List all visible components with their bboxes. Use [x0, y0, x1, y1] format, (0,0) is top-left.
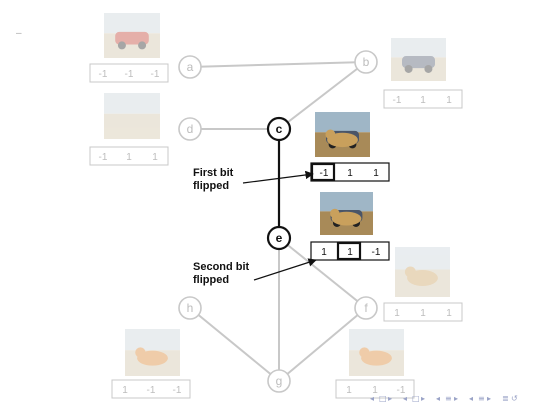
edge-f-g	[278, 307, 367, 382]
nodes-layer: a b c d e f g h	[178, 50, 378, 393]
code-bit: 1	[394, 308, 400, 319]
annotation-arrow	[242, 170, 314, 184]
code-bit: -1	[151, 69, 160, 80]
code-bit: -1	[393, 95, 402, 106]
node-c: c	[266, 116, 292, 142]
node-label-a: a	[187, 60, 194, 74]
thumbnail-red-car-photo	[104, 13, 160, 58]
nav-button[interactable]: ◂	[469, 394, 473, 403]
code-bit: -1	[147, 385, 156, 396]
nav-button[interactable]: ▸	[454, 394, 458, 403]
node-label-d: d	[187, 122, 194, 136]
code-bit: 1	[321, 247, 327, 258]
thumbnails-layer	[104, 13, 450, 376]
code-box-a	[89, 63, 169, 83]
code-bit: 1	[152, 152, 158, 163]
nav-button[interactable]: ≡	[445, 394, 452, 403]
node-d: d	[178, 117, 202, 141]
code-box-d	[89, 146, 169, 166]
code-bit: 1	[372, 385, 378, 396]
code-bit: 1	[347, 247, 353, 258]
slide-navigation[interactable]: ◂□▸◂□▸◂≡▸◂≡▸≣↺	[370, 394, 518, 403]
code-bit: -1	[125, 69, 134, 80]
edges-layer	[189, 61, 367, 382]
node-b: b	[354, 50, 378, 74]
code-bit: -1	[320, 168, 329, 179]
edge-e-f	[278, 237, 367, 309]
nav-button[interactable]: ◂	[370, 394, 374, 403]
nav-button[interactable]: □	[379, 394, 387, 403]
code-bit: 1	[373, 168, 379, 179]
codes-layer: -1 -1 -1 -1 1 1 -1 1 1 -1 1 1 1 1 -1 1 1 1 1 -1 -1 1 1 -1	[89, 63, 463, 399]
code-bit: 1	[346, 385, 352, 396]
code-box-g	[335, 379, 415, 399]
code-bit: 1	[420, 95, 426, 106]
code-box-f	[383, 302, 463, 322]
node-label-f: f	[364, 301, 368, 315]
code-bit: -1	[372, 247, 381, 258]
code-a: -1 -1 -1	[89, 63, 169, 83]
code-h: 1 -1 -1	[111, 379, 191, 399]
flipped-bit-marker	[336, 241, 362, 261]
edge-a-b	[189, 61, 367, 68]
thumbnail-tiger-lying-photo	[125, 329, 180, 376]
node-label-h: h	[187, 301, 194, 315]
nav-button[interactable]: ▸	[421, 394, 425, 403]
code-f: 1 1 1	[383, 302, 463, 322]
thumbnail-dark-car-photo	[391, 38, 446, 81]
code-box-h	[111, 379, 191, 399]
nav-button[interactable]: ◂	[403, 394, 407, 403]
node-e: e	[266, 225, 292, 251]
nav-button[interactable]: ≣	[502, 394, 509, 403]
thumbnail-cheetah-photo	[395, 247, 450, 297]
node-label-c: c	[276, 122, 283, 136]
node-f: f	[354, 296, 378, 320]
thumbnail-lions-near-car-photo	[315, 112, 370, 157]
thumbnail-suv-on-dirt-road-photo	[104, 93, 160, 139]
nav-button[interactable]: ≡	[478, 394, 485, 403]
code-bit: 1	[446, 95, 452, 106]
node-h: h	[178, 296, 202, 320]
annotation-arrow	[253, 258, 317, 281]
nav-button[interactable]: ↺	[511, 394, 518, 403]
nav-button[interactable]: ▸	[388, 394, 392, 403]
nav-button[interactable]: ▸	[487, 394, 491, 403]
code-g: 1 1 -1	[335, 379, 415, 399]
code-e: 1 1 -1	[310, 241, 390, 261]
nav-button[interactable]: ◂	[436, 394, 440, 403]
code-bit: 1	[126, 152, 132, 163]
code-bit: 1	[420, 308, 426, 319]
corner-mark: –	[16, 28, 22, 39]
code-bit: -1	[99, 69, 108, 80]
code-bit: -1	[99, 152, 108, 163]
node-a: a	[178, 55, 202, 79]
code-bit: 1	[347, 168, 353, 179]
code-b: -1 1 1	[383, 89, 463, 109]
thumbnail-tiger-face-photo	[349, 329, 404, 376]
code-box-b	[383, 89, 463, 109]
node-label-e: e	[276, 231, 283, 245]
node-label-b: b	[363, 55, 370, 69]
node-g: g	[267, 369, 291, 393]
code-bit: 1	[122, 385, 128, 396]
nav-button[interactable]: □	[412, 394, 420, 403]
node-label-g: g	[276, 374, 283, 388]
code-bit: 1	[446, 308, 452, 319]
edge-h-g	[189, 307, 280, 382]
thumbnail-cheetah-and-car-photo	[320, 192, 373, 235]
edge-b-c	[278, 61, 367, 130]
code-c: -1 1 1	[310, 162, 390, 182]
code-bit: -1	[173, 385, 182, 396]
code-bit: -1	[397, 385, 406, 396]
code-d: -1 1 1	[89, 146, 169, 166]
